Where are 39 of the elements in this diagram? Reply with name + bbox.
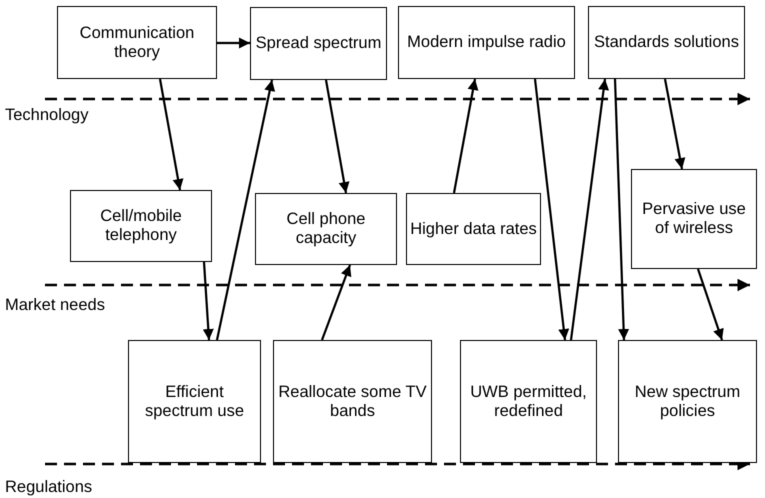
box-label: Communication theory bbox=[78, 24, 196, 62]
process-box bbox=[406, 193, 541, 265]
process-box bbox=[398, 6, 575, 79]
arrow bbox=[570, 78, 610, 340]
arrow bbox=[664, 78, 686, 170]
row-label: Regulations bbox=[5, 478, 92, 497]
row-label: Market needs bbox=[5, 296, 105, 315]
box-label: Pervasive use of wireless bbox=[641, 200, 747, 238]
process-box bbox=[588, 6, 745, 79]
box-label: Spread spectrum bbox=[254, 34, 382, 53]
arrow bbox=[534, 78, 570, 340]
process-box bbox=[70, 190, 212, 262]
arrow bbox=[202, 262, 214, 340]
process-box bbox=[57, 6, 217, 79]
arrow bbox=[217, 38, 250, 48]
arrow bbox=[216, 80, 276, 340]
arrow bbox=[614, 78, 630, 340]
box-label: Higher data rates bbox=[409, 220, 538, 238]
box-label: Efficient spectrum use bbox=[144, 382, 246, 420]
arrow bbox=[452, 78, 478, 194]
row-label: Technology bbox=[5, 106, 88, 125]
box-label: Cell/mobile telephony bbox=[99, 207, 183, 245]
box-label: UWB permitted, redefined bbox=[469, 382, 588, 420]
box-label: Cell phone capacity bbox=[286, 210, 366, 248]
process-box bbox=[618, 340, 757, 463]
box-label: Reallocate some TV bands bbox=[277, 382, 428, 420]
process-box bbox=[273, 340, 432, 463]
process-box bbox=[128, 340, 261, 463]
process-box bbox=[255, 193, 397, 265]
process-box bbox=[460, 340, 597, 463]
box-label: New spectrum policies bbox=[634, 382, 742, 420]
arrow bbox=[158, 78, 184, 190]
arrow bbox=[324, 80, 350, 194]
process-box bbox=[250, 7, 387, 80]
arrow bbox=[696, 268, 724, 340]
arrow bbox=[320, 264, 352, 340]
box-label: Modern impulse radio bbox=[406, 33, 567, 52]
process-box bbox=[631, 169, 757, 269]
box-label: Standards solutions bbox=[593, 33, 740, 52]
